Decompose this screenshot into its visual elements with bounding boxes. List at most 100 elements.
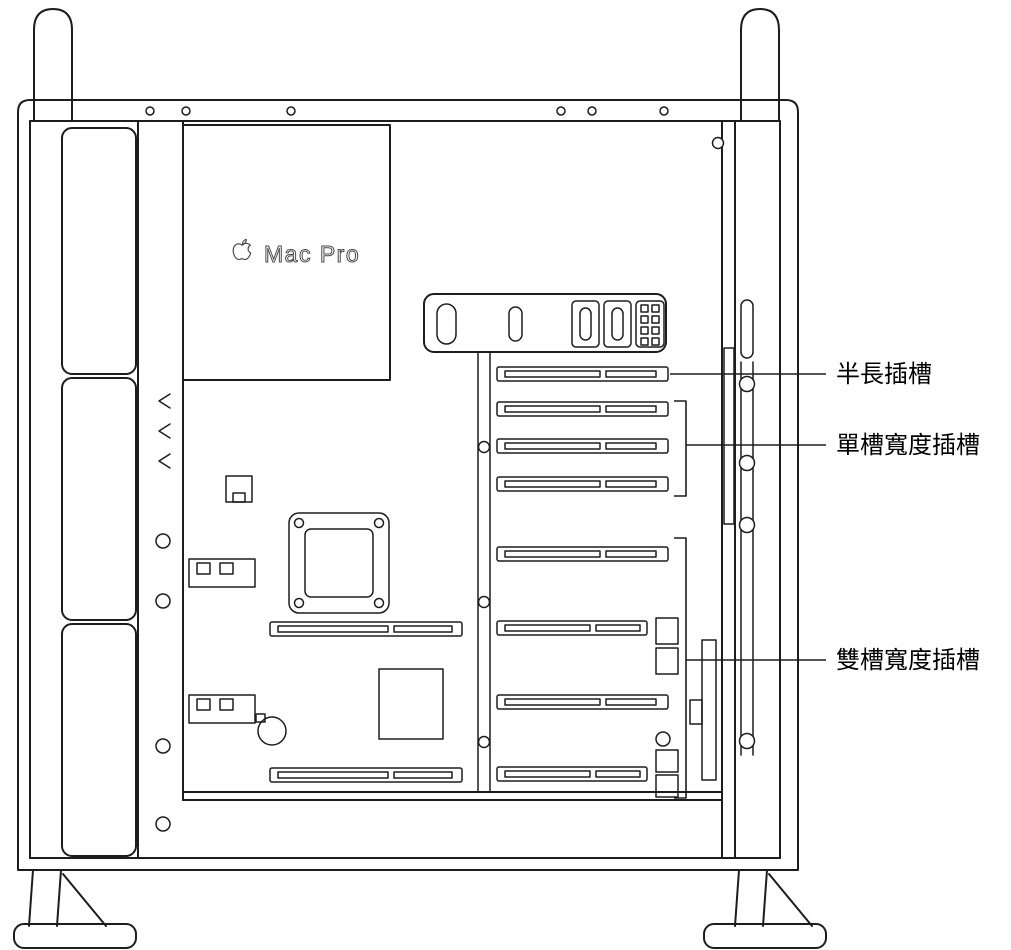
slot-contact-left — [277, 625, 389, 633]
connector-block-2-outline — [188, 694, 256, 724]
slot-contact-right — [605, 370, 657, 378]
cpu-bracket — [288, 512, 390, 614]
pcie-slot-double-wide-3 — [496, 694, 669, 710]
cpu-bracket-outer — [288, 512, 390, 614]
power-connector-pin — [640, 315, 649, 324]
strip-screw-3 — [155, 738, 171, 754]
slot-contact-left — [504, 442, 601, 450]
side-latch-rail — [723, 299, 756, 756]
connector-block-1 — [188, 558, 256, 588]
thunderbolt-port-2-pin — [611, 307, 624, 341]
connector-block-1-pin-a — [196, 562, 211, 575]
mpx-latch-hook — [689, 699, 703, 725]
thunderbolt-port-2-outline — [603, 300, 632, 348]
thunderbolt-port-1-outline — [571, 300, 600, 348]
left-handle — [33, 8, 73, 122]
callout-bracket-single-wide-slots — [674, 400, 826, 497]
slot-contact-left — [277, 771, 389, 779]
top-screw-3 — [286, 106, 296, 116]
mpx-latch-screw — [655, 731, 671, 747]
left-foot-base — [13, 923, 137, 949]
slot-contact-left — [504, 480, 601, 488]
slot-outline — [269, 621, 463, 637]
top-screw-6 — [659, 106, 669, 116]
pcie-slot-single-wide-1 — [496, 401, 669, 417]
pcie-slot-double-wide-2 — [496, 620, 648, 636]
top-screw-1 — [145, 106, 155, 116]
right-foot-strut-1 — [734, 869, 740, 927]
connector-block-1-pin-b — [219, 562, 234, 575]
top-screw-5 — [587, 106, 597, 116]
slot-contact-left — [504, 405, 601, 413]
case-outline — [17, 99, 799, 871]
slot-outline — [496, 438, 669, 454]
slot-outline — [496, 476, 669, 492]
rail-screw-2 — [477, 595, 491, 609]
power-connector-outline — [635, 300, 665, 348]
slot-contact-right — [393, 771, 453, 779]
strip-screw-4 — [155, 816, 171, 832]
pcie-slot-single-wide-3 — [496, 476, 669, 492]
pcie-slot-half-length — [496, 366, 669, 382]
small-socket-key — [232, 492, 246, 503]
connector-block-1-outline — [188, 558, 256, 588]
left-foot-strut-1 — [28, 869, 34, 927]
battery-cell — [257, 716, 287, 746]
cpu-screw-4 — [373, 597, 385, 609]
cpu-screw-2 — [373, 517, 385, 529]
callouts: 半長插槽 單槽寬度插槽 雙槽寬度插槽 — [670, 361, 980, 799]
slot-contact-right — [605, 698, 657, 706]
pcie-slot-single-wide-2 — [496, 438, 669, 454]
io-panel-outline — [423, 293, 667, 353]
power-button — [436, 303, 457, 345]
slot-outline — [496, 694, 669, 710]
pcie-slot-double-wide-1 — [496, 546, 669, 562]
logic-board: Mac Pro — [145, 106, 725, 859]
left-foot-strut-2 — [56, 869, 62, 927]
mac-pro-logo-text: Mac Pro — [264, 241, 360, 267]
slot-contact-right — [605, 550, 657, 558]
callout-label-double-wide-slots: 雙槽寬度插槽 — [836, 647, 980, 674]
side-panel-middle — [61, 377, 137, 621]
top-screw-4 — [556, 106, 566, 116]
strip-screw-1 — [155, 533, 171, 549]
power-connector-pin — [651, 304, 660, 313]
small-socket — [225, 475, 253, 503]
latch-handle — [740, 299, 754, 359]
logo-plate — [182, 124, 391, 381]
power-connector-pin — [640, 326, 649, 335]
mpx-latch-block-3 — [655, 749, 679, 773]
right-foot-strut-2 — [762, 869, 768, 927]
hinge-bar — [723, 347, 735, 525]
power-connector-pin — [651, 315, 660, 324]
connector-block-2-pin-a — [196, 698, 211, 711]
board-slot-left-1 — [269, 621, 463, 637]
power-connector-pin — [651, 326, 660, 335]
strip-screw-2 — [155, 593, 171, 609]
case-frame — [13, 8, 827, 949]
right-foot-base — [703, 923, 827, 949]
top-screw-2 — [181, 106, 191, 116]
io-ports — [423, 293, 667, 353]
cpu-screw-3 — [293, 597, 305, 609]
slot-outline — [269, 767, 463, 783]
callout-bracket-double-wide-slots — [674, 537, 826, 799]
apple-logo-leaf — [241, 238, 247, 245]
mpx-latch-bar — [701, 639, 717, 781]
slot-contact-right — [605, 405, 657, 413]
board-corner-screw — [711, 136, 725, 150]
power-connector-grid — [635, 300, 665, 348]
left-foot — [13, 869, 137, 949]
rail-screw-3 — [477, 735, 491, 749]
power-connector-pin — [640, 337, 649, 346]
slot-contact-left — [504, 770, 591, 778]
mpx-latch — [655, 617, 717, 798]
slot-contact-right — [605, 480, 657, 488]
battery-tab — [255, 713, 266, 723]
mpx-latch-block-4 — [655, 774, 679, 798]
callout-label-single-wide-slots: 單槽寬度插槽 — [836, 432, 980, 459]
mpx-latch-block-2 — [655, 647, 679, 675]
side-panel-top — [61, 127, 137, 375]
thunderbolt-port-1-pin — [579, 307, 592, 341]
thunderbolt-port-1 — [571, 300, 600, 348]
